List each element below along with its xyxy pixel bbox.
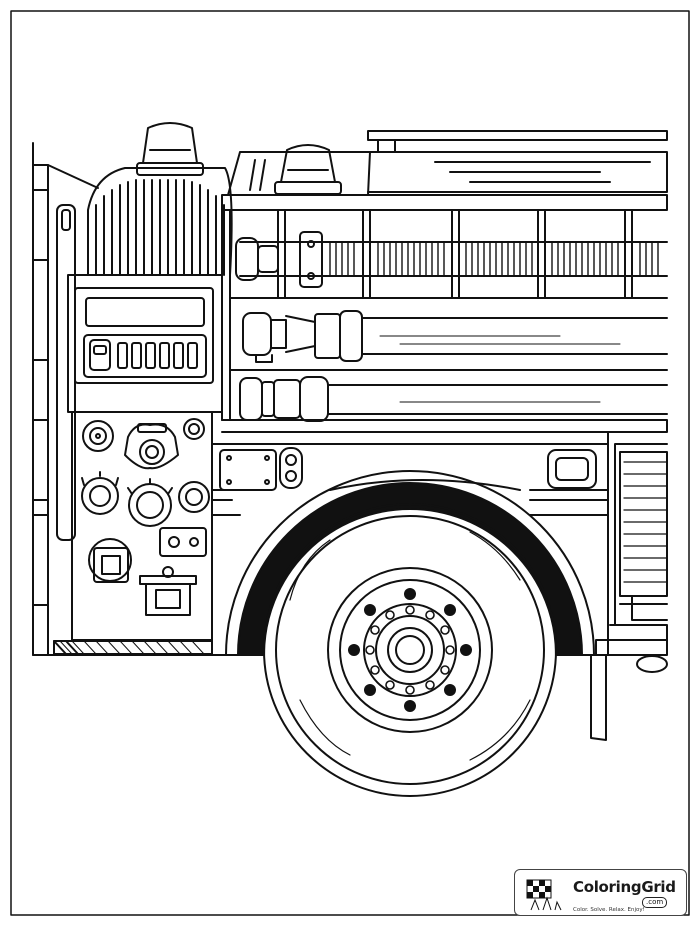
wheel-hub [327, 567, 493, 733]
hose-reel [87, 167, 233, 276]
lower-body [211, 431, 609, 656]
brand-tagline: Color. Solve. Relax. Enjoy! [573, 907, 645, 913]
grid-crayon-icon [526, 879, 562, 911]
page-border [10, 10, 690, 916]
brand-domain-badge: .com [642, 897, 668, 908]
brand-logo[interactable]: ColoringGrid .com Color. Solve. Relax. E… [514, 869, 687, 916]
tire [263, 503, 557, 797]
marker-light [547, 449, 597, 489]
control-panel [67, 274, 223, 413]
beacon-light-left [136, 122, 204, 176]
brand-name: ColoringGrid [573, 878, 676, 896]
pump-panel [53, 411, 213, 655]
upper-body [221, 130, 668, 211]
side-panel-light [219, 449, 277, 491]
hose-bed [221, 209, 668, 433]
rear-compartment [590, 431, 668, 741]
cab-edge [32, 142, 99, 656]
